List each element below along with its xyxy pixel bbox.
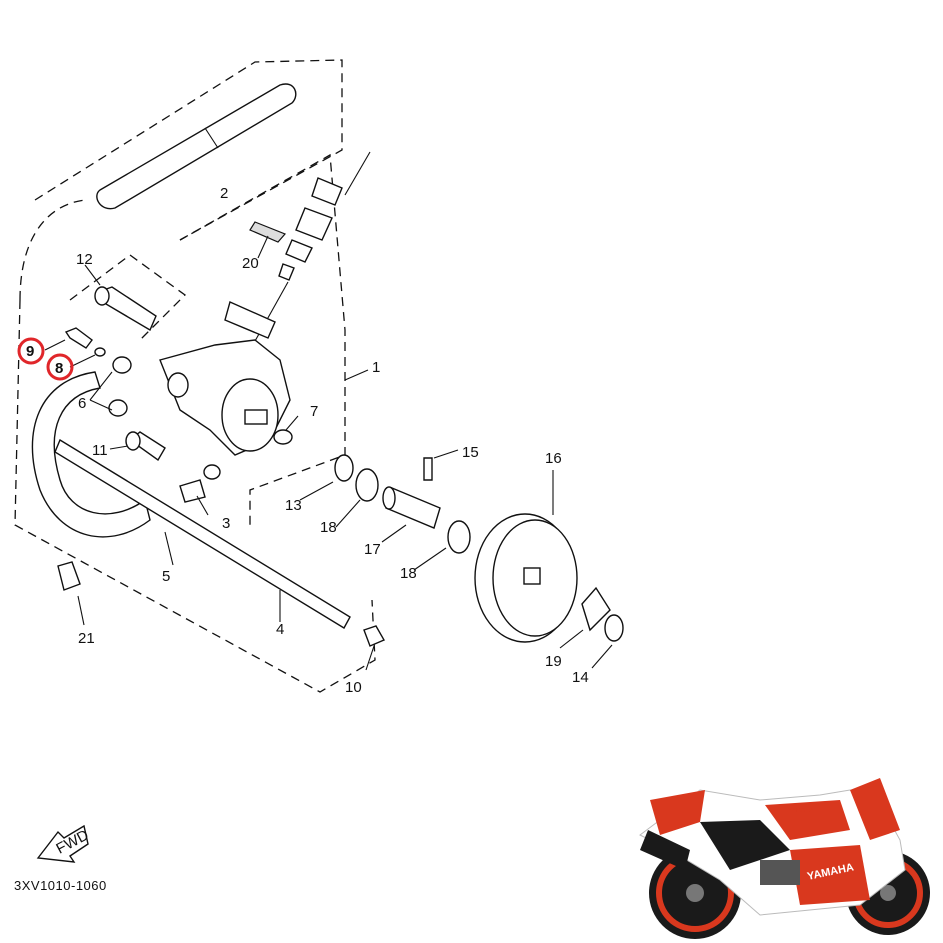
callout-8: 8	[55, 360, 63, 377]
part-10-cap	[363, 625, 385, 647]
callout-17: 17	[364, 541, 381, 558]
motorcycle-photo: YAMAHA YAMAHA	[639, 778, 930, 939]
part-16-gear	[474, 513, 578, 643]
yamaha-tank-text: YAMAHA	[788, 808, 814, 814]
highlight-ring-9	[17, 337, 45, 365]
part-15-pin	[423, 457, 433, 481]
part-19-plate	[581, 586, 611, 632]
callout-7: 7	[310, 403, 318, 420]
part-3-clip	[179, 479, 206, 503]
part-6-nipples	[108, 356, 132, 417]
highlight-ring-8	[46, 353, 74, 381]
callout-20: 20	[242, 255, 259, 272]
part-13-circlip	[334, 454, 354, 482]
callout-19: 19	[545, 653, 562, 670]
callout-10: 10	[345, 679, 362, 696]
callout-1: 1	[372, 359, 380, 376]
callout-6: 6	[78, 395, 86, 412]
part-2-hose	[96, 83, 297, 210]
callout-4: 4	[276, 621, 284, 638]
part-21-clip	[57, 561, 81, 591]
diagram-code: 3XV1010-1060	[14, 878, 107, 893]
callout-2: 2	[220, 185, 228, 202]
part-14-circlip	[604, 614, 624, 642]
callout-15: 15	[462, 444, 479, 461]
part-small-collar	[203, 464, 221, 480]
callout-3: 3	[222, 515, 230, 532]
callout-14: 14	[572, 669, 589, 686]
callout-11: 11	[92, 442, 108, 459]
throttle-cable	[249, 151, 371, 351]
part-12-bolt	[94, 286, 157, 332]
leader-lines	[44, 235, 613, 671]
callout-labels: 1 2 3 4 5 6 7 8 9 10 11 12 13 14 15 16 1…	[26, 185, 589, 696]
dashed-group-outlines	[14, 59, 376, 693]
oil-pump-body	[159, 301, 291, 456]
part-9-screw	[64, 327, 93, 349]
part-11-bolt	[125, 431, 166, 462]
callout-18a: 18	[320, 519, 337, 536]
fwd-arrow-icon: FWD	[36, 824, 92, 863]
callout-21: 21	[78, 630, 95, 647]
callout-18b: 18	[400, 565, 417, 582]
part-18-washer	[355, 468, 471, 554]
callout-9: 9	[26, 343, 34, 360]
part-5-hose	[31, 371, 151, 538]
callout-13: 13	[285, 497, 302, 514]
part-8-washer	[94, 347, 106, 357]
highlight-rings	[17, 337, 74, 381]
part-17-shaft	[382, 486, 441, 529]
part-4-pipe	[54, 438, 351, 629]
part-7-o-ring	[273, 429, 293, 445]
callout-12: 12	[76, 251, 93, 268]
callout-16: 16	[545, 450, 562, 467]
callout-5: 5	[162, 568, 170, 585]
